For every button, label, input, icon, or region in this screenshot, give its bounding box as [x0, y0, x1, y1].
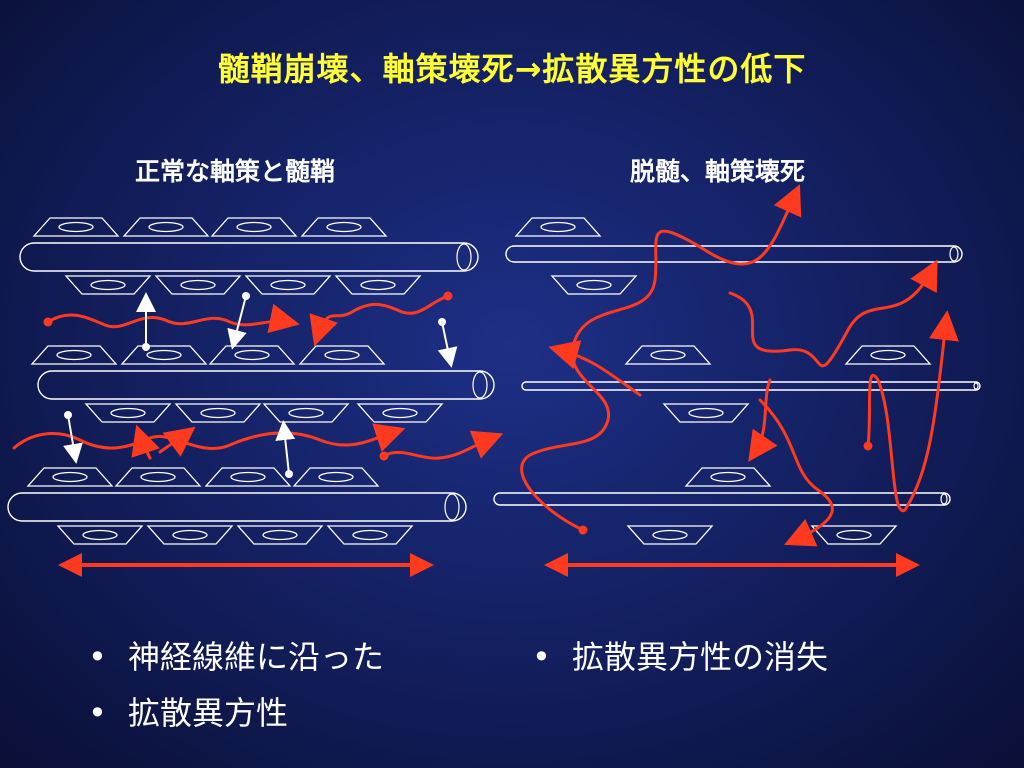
axon: [37, 370, 495, 400]
glial-cell: [626, 525, 714, 545]
glial-cell: [210, 217, 298, 237]
axon: [7, 492, 467, 522]
glial-cell: [326, 525, 414, 545]
glial-cell: [84, 403, 172, 423]
restricted-arrow: [136, 292, 156, 351]
glial-cell: [208, 345, 296, 365]
diffusion-paths-normal: [12, 291, 504, 461]
glial-cell: [236, 525, 324, 545]
glial-cell: [300, 217, 388, 237]
restricted-arrow: [437, 318, 458, 368]
path-start-dot: [43, 317, 53, 327]
bullet-list-normal: 神経線維に沿った 拡散異方性: [86, 629, 384, 741]
path-start-dot: [379, 451, 389, 461]
restricted-arrow: [275, 420, 296, 478]
glial-cell: [292, 467, 380, 487]
glial-cell: [844, 345, 932, 365]
path-start-dot: [863, 441, 873, 451]
panel-label-normal: 正常な軸策と髄鞘: [135, 157, 336, 186]
panel-label-demyelination: 脱髄、軸策壊死: [630, 157, 806, 186]
restricted-diffusion-arrows: [63, 292, 458, 478]
diffusion-diagram: [7, 184, 981, 577]
diffusion-path: [758, 398, 834, 547]
axon: [505, 245, 963, 263]
glial-cell: [334, 275, 422, 295]
diffusion-path: [309, 294, 450, 347]
bullet-item: 拡散異方性の消失: [530, 629, 828, 685]
slide-title: 髄鞘崩壊、軸策壊死→拡散異方性の低下: [217, 50, 807, 88]
diffusion-path: [866, 310, 959, 512]
axon: [521, 381, 981, 391]
glial-cell: [356, 403, 444, 423]
glial-cell: [26, 467, 114, 487]
glial-cells-right: [514, 217, 932, 545]
glial-cell: [244, 275, 332, 295]
diffusion-path: [728, 259, 938, 368]
glial-cell: [154, 275, 242, 295]
path-start-dot: [927, 265, 937, 275]
glial-cell: [262, 403, 350, 423]
glial-cell: [56, 525, 144, 545]
glial-cell: [114, 467, 202, 487]
glial-cell: [174, 403, 262, 423]
glial-cell: [30, 345, 118, 365]
diffusion-path: [46, 303, 300, 334]
glial-cells-left: [26, 217, 444, 545]
diffusion-path: [548, 340, 642, 397]
diffusion-path: [158, 426, 196, 457]
glial-cell: [684, 467, 772, 487]
diffusion-paths-random: [520, 184, 959, 547]
glial-cell: [32, 217, 120, 237]
restricted-arrow: [63, 411, 83, 464]
glial-cell: [64, 275, 152, 295]
glial-cell: [120, 345, 208, 365]
bullet-item: 神経線維に沿った: [86, 629, 384, 685]
path-start-dot: [389, 427, 399, 437]
glial-cell: [810, 525, 898, 545]
glial-cell: [514, 217, 602, 237]
path-start-dot: [578, 525, 588, 535]
axons: [7, 242, 981, 522]
glial-cell: [624, 345, 712, 365]
diffusion-path: [382, 430, 504, 460]
bullet-list-demyelination: 拡散異方性の消失: [530, 629, 828, 685]
glial-cell: [146, 525, 234, 545]
diffusion-path: [748, 378, 778, 462]
diffusion-path: [131, 424, 160, 460]
axon: [493, 492, 951, 506]
path-start-dot: [443, 291, 453, 301]
glial-cell: [662, 403, 750, 423]
glial-cell: [122, 217, 210, 237]
glial-cell: [550, 275, 638, 295]
diffusion-path: [520, 184, 802, 532]
restricted-arrow: [227, 292, 250, 350]
bullet-item: 拡散異方性: [86, 685, 384, 741]
glial-cell: [298, 345, 386, 365]
axon: [19, 242, 479, 272]
glial-cell: [204, 467, 292, 487]
